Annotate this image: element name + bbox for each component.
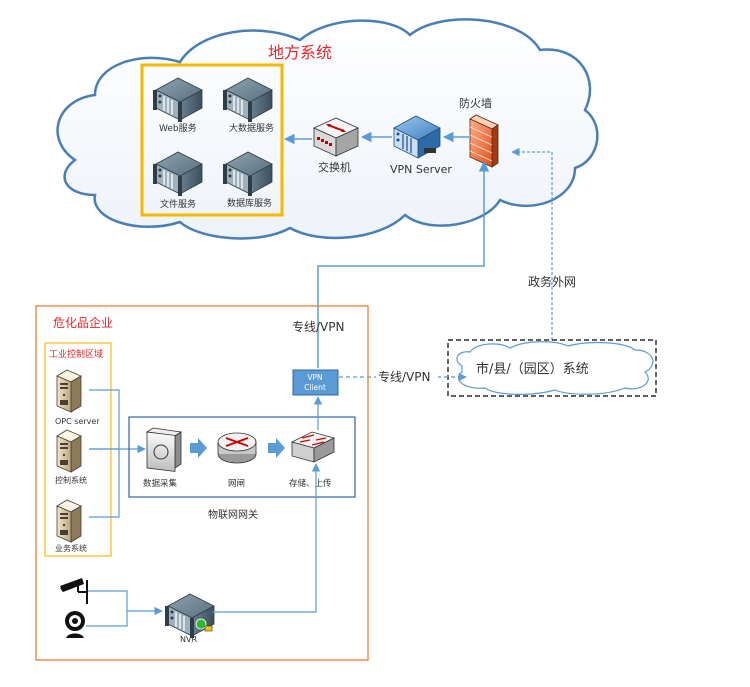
enterprise-title: 危化品企业 [53, 315, 113, 330]
data-collector-icon [145, 427, 183, 472]
city-system-cloud [456, 341, 654, 395]
storage-upload-label: 存储、上传 [289, 478, 332, 489]
nvr-icon [164, 593, 215, 639]
gov-extranet-link [511, 147, 553, 340]
label-bg [376, 368, 438, 384]
switch-icon [313, 117, 359, 157]
switch-label: 交换机 [318, 160, 351, 174]
city-system-label: 市/县/（园区）系统 [476, 361, 589, 377]
bigdata-server-label: 大数据服务 [229, 122, 274, 134]
leased-vpn-side-label: 专线/VPN [378, 369, 430, 384]
leased-vpn-top-label: 专线/VPN [292, 319, 344, 334]
industrial-zone-title: 工业控制区域 [49, 348, 103, 360]
vpn-client-line1: VPN [307, 373, 322, 382]
enterprise-box [35, 305, 369, 661]
control-system-label: 控制系统 [55, 475, 87, 485]
firewall-label: 防火墙 [459, 96, 492, 110]
bullet-camera-icon [60, 578, 88, 604]
city-system-box [447, 339, 657, 397]
vpn-server-label: VPN Server [390, 163, 452, 176]
iot-gateway-label: 物联网网关 [208, 508, 258, 521]
gov-extranet-label: 政务外网 [528, 274, 576, 289]
vpn-client-line2: Client [304, 383, 326, 392]
database-server-label: 数据库服务 [227, 197, 272, 209]
business-system-label: 业务系统 [55, 543, 87, 553]
web-server-label: Web服务 [159, 122, 197, 134]
nvr-label: NVR [180, 635, 197, 644]
regional-system-title: 地方系统 [268, 43, 332, 62]
network-gate-icon [217, 432, 257, 464]
zone-links [89, 389, 120, 518]
vpn-client-node: VPN Client [292, 369, 339, 396]
control-system-icon [56, 429, 82, 473]
file-server-label: 文件服务 [160, 198, 196, 210]
webcam-icon [65, 611, 85, 638]
business-system-icon [56, 499, 82, 543]
opc-server-icon [56, 369, 82, 413]
vpn-server-icon [393, 115, 441, 159]
iot-gateway-box [128, 416, 356, 498]
camera-links [86, 590, 128, 627]
opc-server-label: OPC server [55, 417, 100, 426]
leased-line-link [317, 160, 490, 368]
firewall-icon [469, 114, 499, 168]
server-group-box [140, 63, 284, 217]
flow-arrow-icon [268, 438, 285, 458]
network-gate-label: 网闸 [228, 479, 245, 489]
nvr-to-storage-arrow [212, 463, 321, 613]
data-collector-label: 数据采集 [143, 478, 178, 489]
flow-arrow-icon [190, 438, 207, 458]
storage-upload-icon [290, 431, 336, 463]
